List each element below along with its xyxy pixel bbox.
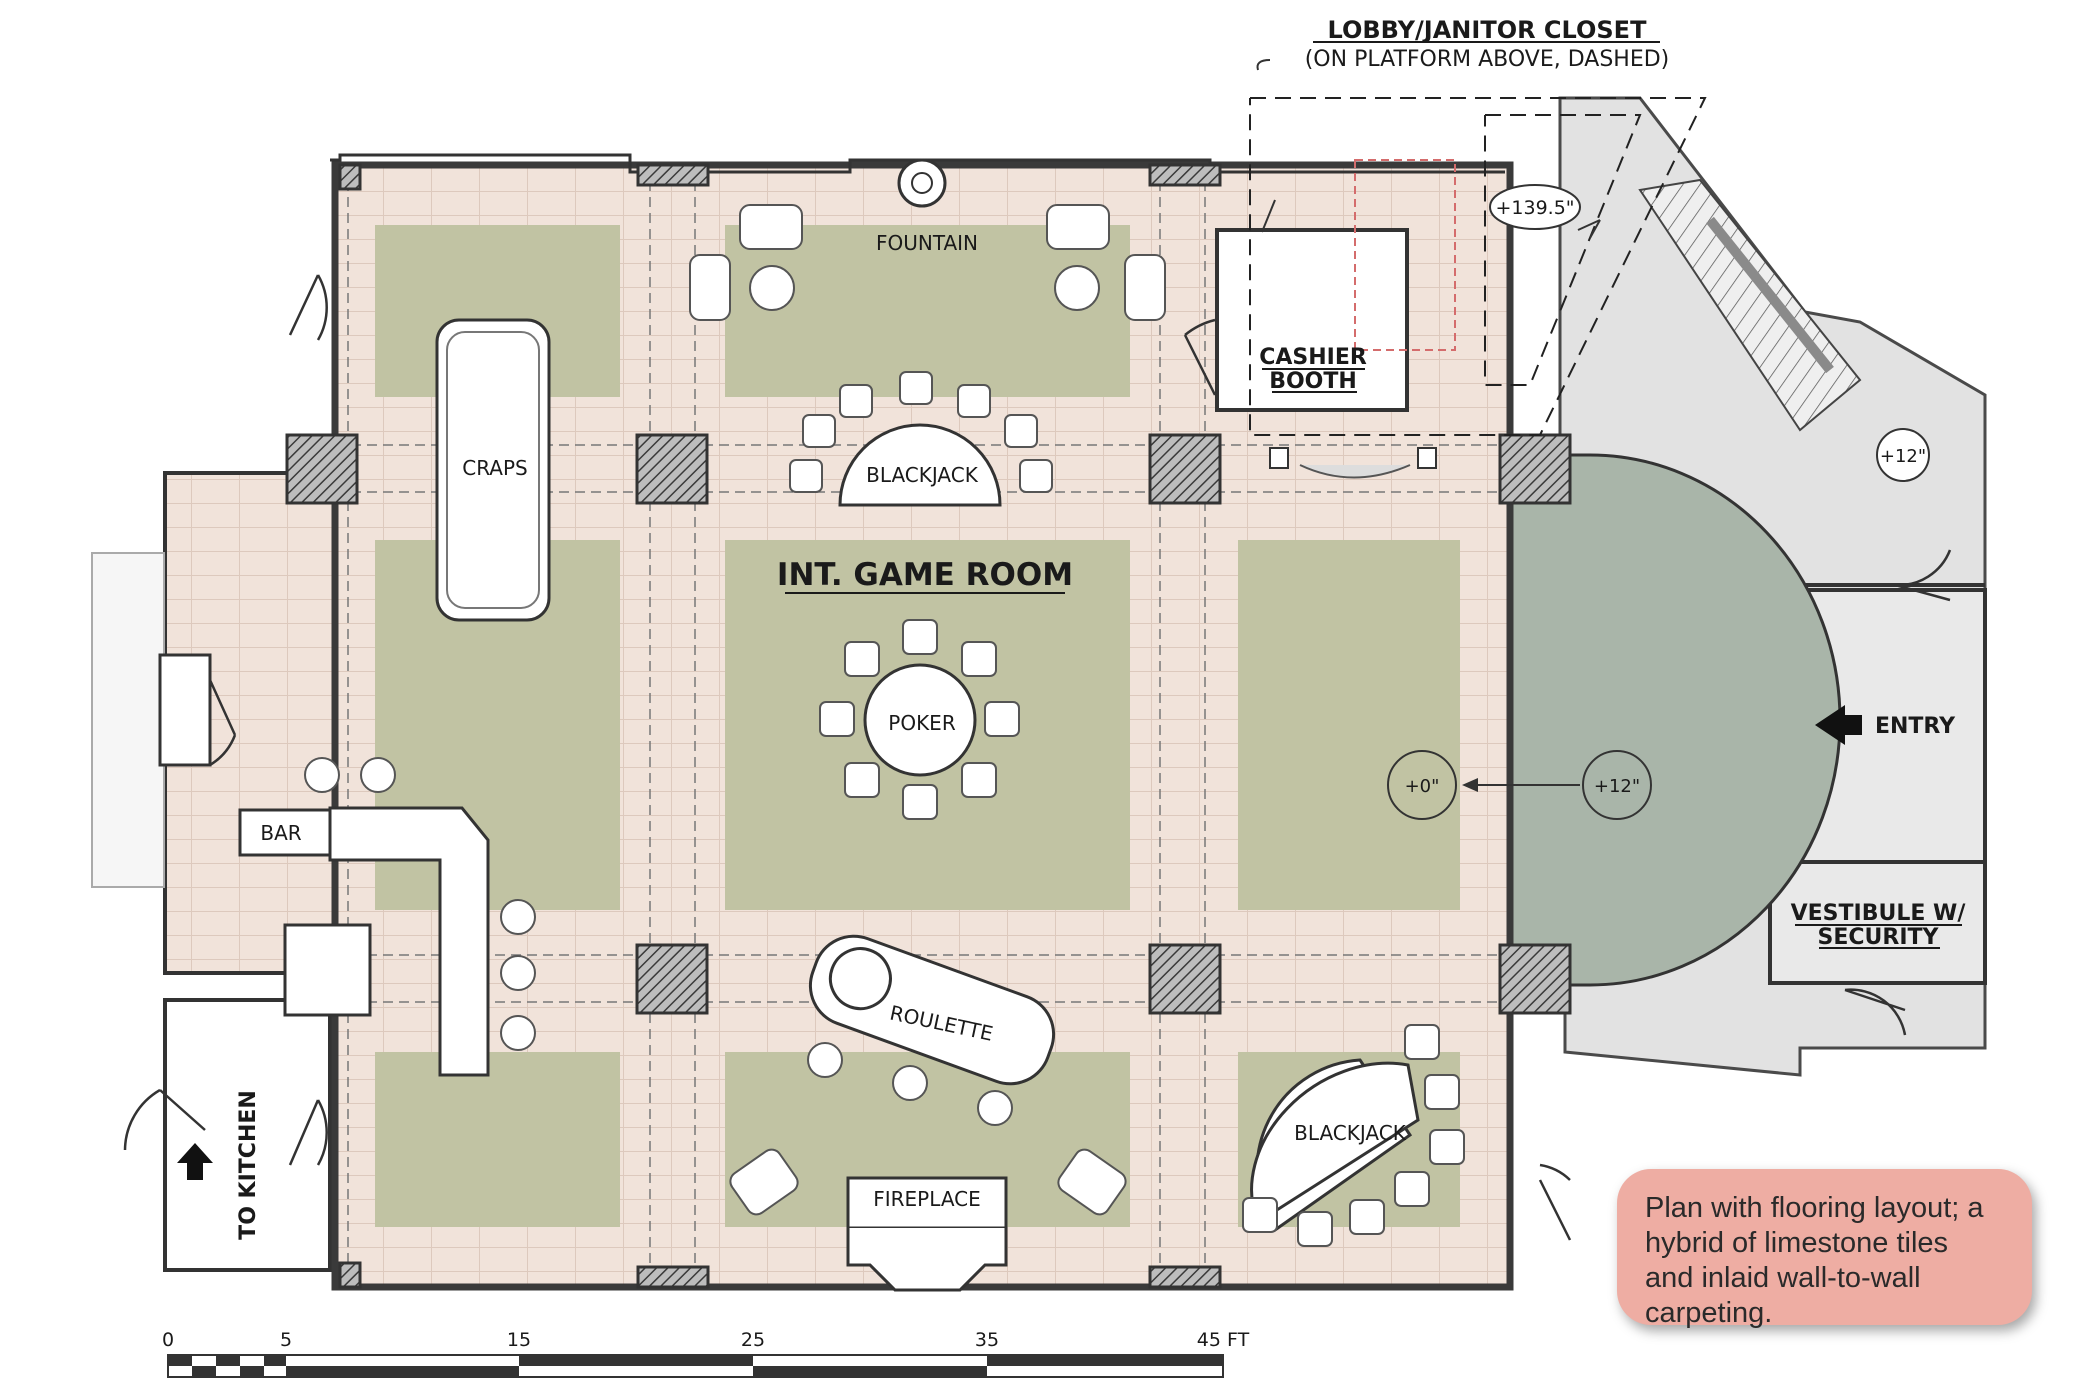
scale-bar: 0 5 15 25 35 45 FT [162, 1329, 1250, 1378]
closet-elevation-marker [1489, 184, 1581, 230]
scale-tick-5: 5 [280, 1329, 292, 1351]
cashier-booth-room [1215, 228, 1409, 412]
vestibule-label-1: VESTIBULE W/ [1791, 901, 1967, 926]
plan-note-callout: Plan with flooring layout; a hybrid of l… [1617, 1169, 2032, 1329]
stair [1638, 178, 1862, 432]
blackjack-top-label: BLACKJACK [866, 463, 979, 487]
closet-outline [1249, 97, 1707, 436]
stair-elevation: +12" [1880, 446, 1926, 467]
closet-title: LOBBY/JANITOR CLOSET [1328, 16, 1648, 44]
craps-label: CRAPS [462, 456, 528, 480]
kitchen-label: TO KITCHEN [236, 1090, 261, 1240]
cashier-label-1: CASHIER [1259, 345, 1367, 370]
entry-label: ENTRY [1875, 714, 1956, 739]
bar-label: BAR [260, 821, 301, 845]
entry-elevation-marker [1582, 750, 1652, 820]
blackjack-bottom-label: BLACKJACK [1294, 1121, 1407, 1145]
craps-table [435, 318, 551, 622]
doors [123, 274, 1952, 1241]
floor-elevation-marker [1387, 750, 1457, 820]
fireplace [846, 1176, 1008, 1292]
blackjack-bottom-table [1242, 1024, 1465, 1247]
lounge-bottom [729, 1148, 1127, 1216]
poker-label: POKER [888, 711, 956, 735]
lounge-top [689, 204, 1166, 321]
closet-subtitle: (ON PLATFORM ABOVE, DASHED) [1305, 47, 1670, 72]
poker-table [819, 619, 1020, 820]
roulette-table [807, 934, 1056, 1126]
bar-counter [238, 757, 536, 1077]
scale-tick-25: 25 [741, 1329, 765, 1351]
scale-tick-45: 45 FT [1197, 1329, 1250, 1351]
slope-arrow [1462, 778, 1580, 792]
fireplace-label: FIREPLACE [873, 1187, 981, 1211]
entry-arrow-icon [1815, 705, 1862, 745]
floor-elevation: +0" [1405, 776, 1440, 797]
fountain [897, 158, 947, 208]
entry-elevation: +12" [1594, 776, 1640, 797]
cashier-label-2: BOOTH [1269, 369, 1357, 394]
page-title: INT. GAME ROOM [777, 557, 1073, 593]
scale-tick-35: 35 [975, 1329, 999, 1351]
vestibule-label-2: SECURITY [1818, 925, 1940, 950]
kitchen-arrow-icon [177, 1143, 213, 1180]
fountain-label: FOUNTAIN [876, 231, 978, 255]
blackjack-top-table [789, 371, 1053, 507]
scale-tick-0: 0 [162, 1329, 174, 1351]
closet-red-outline [1354, 159, 1456, 351]
stair-elevation-marker [1876, 428, 1930, 482]
scale-tick-15: 15 [507, 1329, 531, 1351]
closet-elevation: +139.5" [1495, 197, 1574, 219]
